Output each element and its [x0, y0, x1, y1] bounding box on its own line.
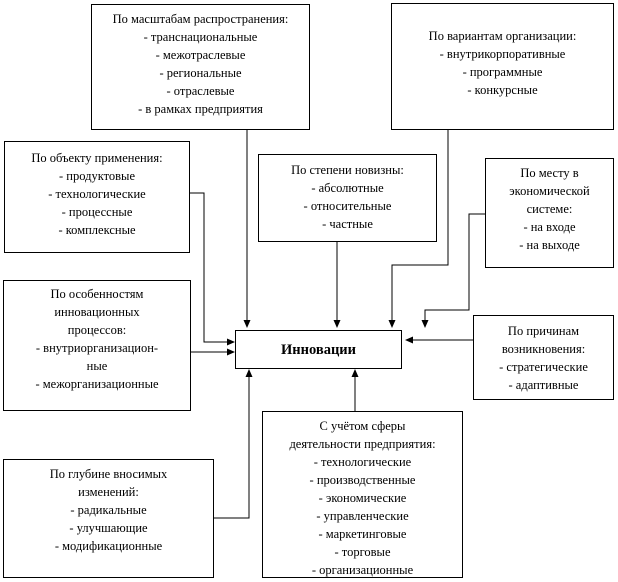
center-innovations: Инновации	[235, 330, 402, 369]
box-sphere-item: - организационные	[311, 563, 414, 577]
box-processes-title: инновационных	[54, 305, 140, 319]
box-object: По объекту применения: - продуктовые - т…	[4, 141, 190, 253]
box-object-title: По объекту применения:	[31, 151, 163, 165]
box-object-item: - комплексные	[58, 223, 136, 237]
box-organization: По вариантам организации: - внутрикорпор…	[391, 3, 614, 130]
box-place: По месту в экономической системе: - на в…	[485, 158, 614, 268]
box-novelty-title: По степени новизны:	[291, 163, 404, 177]
box-scale-item: - межотраслевые	[155, 48, 246, 62]
box-depth: По глубине вносимых изменений: - радикал…	[3, 459, 214, 578]
box-organization-item: - внутрикорпоративные	[439, 47, 566, 61]
box-causes: По причинам возникновения: - стратегичес…	[473, 315, 614, 400]
center-innovations-label: Инновации	[280, 341, 357, 358]
box-novelty-item: - относительные	[303, 199, 392, 213]
box-depth-title: изменений:	[78, 485, 139, 499]
box-depth-item: - улучшающие	[69, 521, 148, 535]
box-sphere-item: - торговые	[334, 545, 391, 559]
box-object-item: - процессные	[61, 205, 133, 219]
box-sphere-item: - экономические	[318, 491, 407, 505]
box-processes-title: процессов:	[67, 323, 127, 337]
box-processes: По особенностям инновационных процессов:…	[3, 280, 191, 411]
box-scale-title: По масштабам распространения:	[112, 12, 289, 26]
arrow-organization	[388, 130, 449, 328]
box-novelty-item: - частные	[322, 217, 373, 231]
box-place-item: - на входе	[523, 220, 576, 234]
arrow-object	[190, 192, 235, 346]
box-causes-item: - адаптивные	[508, 378, 579, 392]
box-organization-item: - программные	[462, 65, 543, 79]
box-sphere-title: деятельности предприятия:	[289, 437, 436, 451]
box-scale-item: - транснациональные	[143, 30, 258, 44]
box-causes-title: возникновения:	[501, 342, 586, 356]
box-depth-title: По глубине вносимых	[49, 467, 168, 481]
box-novelty-item: - абсолютные	[311, 181, 384, 195]
box-organization-item: - конкурсные	[467, 83, 538, 97]
box-organization-title: По вариантам организации:	[428, 29, 577, 43]
arrow-depth	[214, 369, 253, 519]
box-place-title: экономической	[509, 184, 590, 198]
box-processes-item: ные	[86, 359, 108, 373]
arrow-place	[421, 213, 485, 328]
box-object-item: - продуктовые	[58, 169, 136, 183]
box-processes-item: - межорганизационные	[35, 377, 159, 391]
box-sphere-item: - управленческие	[316, 509, 409, 523]
box-scale: По масштабам распространения: - транснац…	[91, 4, 310, 130]
box-place-title: системе:	[526, 202, 573, 216]
box-novelty: По степени новизны: - абсолютные - относ…	[258, 154, 437, 242]
box-sphere-item: - технологические	[313, 455, 412, 469]
box-place-title: По месту в	[520, 166, 579, 180]
box-sphere-item: - производственные	[309, 473, 416, 487]
box-scale-item: - в рамках предприятия	[138, 102, 263, 116]
box-processes-title: По особенностям	[50, 287, 144, 301]
box-scale-item: - отраслевые	[166, 84, 235, 98]
box-sphere-title: С учётом сферы	[319, 419, 406, 433]
box-processes-item: - внутриорганизацион-	[35, 341, 159, 355]
box-place-item: - на выходе	[519, 238, 580, 252]
box-depth-item: - модификационные	[54, 539, 163, 553]
box-object-item: - технологические	[48, 187, 146, 201]
box-causes-item: - стратегические	[499, 360, 588, 374]
box-depth-item: - радикальные	[70, 503, 147, 517]
box-scale-item: - региональные	[159, 66, 242, 80]
box-causes-title: По причинам	[507, 324, 580, 338]
box-sphere: С учётом сферы деятельности предприятия:…	[262, 411, 463, 578]
box-sphere-item: - маркетинговые	[318, 527, 407, 541]
